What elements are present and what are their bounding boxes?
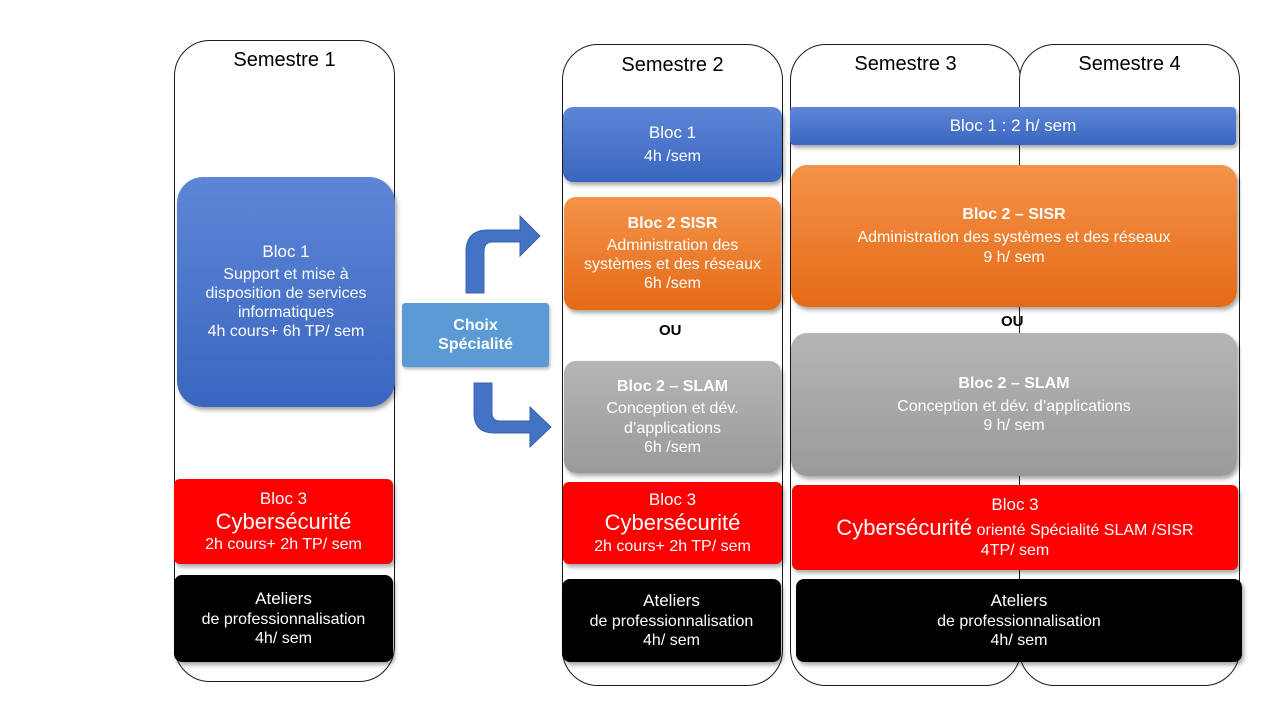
s2-sisr-title: Bloc 2 SISR <box>627 214 718 232</box>
s2-sisr-box: Bloc 2 SISR Administration des systèmes … <box>564 197 781 310</box>
s1-bloc1-line3: informatiques <box>237 304 335 322</box>
s1-ateliers-line1: de professionnalisation <box>201 610 366 628</box>
s2-ateliers-line1: de professionnalisation <box>589 612 754 630</box>
s2-slam-title: Bloc 2 – SLAM <box>616 378 729 396</box>
s1-bloc1-title: Bloc 1 <box>262 242 310 262</box>
s2-bloc1-box: Bloc 1 4h /sem <box>563 107 782 182</box>
s34-sisr-box: Bloc 2 – SISR Administration des système… <box>791 165 1237 307</box>
s34-ateliers-line1: de professionnalisation <box>937 612 1101 630</box>
s2-slam-hours: 6h /sem <box>644 438 701 456</box>
semester-1-title: Semestre 1 <box>233 49 336 71</box>
s2-ateliers-box: Ateliers de professionnalisation 4h/ sem <box>562 579 781 662</box>
s34-or-label: OU <box>1001 313 1024 330</box>
s1-bloc1-line2: disposition de services <box>205 285 367 302</box>
s2-bloc3-name: Cybersécurité <box>604 510 741 536</box>
s34-ateliers-box: Ateliers de professionnalisation 4h/ sem <box>796 579 1242 662</box>
s34-slam-hours: 9 h/ sem <box>983 417 1045 435</box>
s34-bloc3-title: Bloc 3 <box>991 494 1039 514</box>
s34-sisr-line1: Administration des systèmes et des résea… <box>857 229 1171 247</box>
s2-slam-box: Bloc 2 – SLAM Conception et dév. d’appli… <box>564 361 781 473</box>
s2-slam-line1: Conception et dév. <box>606 400 739 418</box>
s1-ateliers-box: Ateliers de professionnalisation 4h/ sem <box>174 575 393 662</box>
s1-ateliers-hours: 4h/ sem <box>255 629 312 647</box>
s2-sisr-hours: 6h /sem <box>644 275 701 293</box>
s1-bloc1-box: Bloc 1 Support et mise à disposition de … <box>177 177 395 407</box>
s34-slam-title: Bloc 2 – SLAM <box>958 374 1070 392</box>
choice-specialty-box: Choix Spécialité <box>402 303 549 367</box>
s2-sisr-line1: Administration des <box>606 236 739 254</box>
s34-bloc3-box: Bloc 3 Cybersécurité orienté Spécialité … <box>792 485 1238 570</box>
s34-ateliers-hours: 4h/ sem <box>990 631 1048 649</box>
s34-bloc1-box: Bloc 1 : 2 h/ sem <box>790 107 1236 145</box>
s1-bloc1-line1: Support et mise à <box>223 265 349 283</box>
semester-2-title: Semestre 2 <box>621 54 724 76</box>
s1-bloc1-line4: 4h cours+ 6h TP/ sem <box>207 323 365 341</box>
s2-ateliers-title: Ateliers <box>643 591 700 611</box>
semester-3-title: Semestre 3 <box>854 53 957 75</box>
s34-bloc3-name-line: Cybersécurité orienté Spécialité SLAM /S… <box>836 515 1193 541</box>
s34-bloc3-suffix: orienté Spécialité SLAM /SISR <box>972 521 1194 539</box>
s34-bloc3-name: Cybersécurité <box>836 514 973 540</box>
s2-bloc3-box: Bloc 3 Cybersécurité 2h cours+ 2h TP/ se… <box>563 482 782 564</box>
semester-4-title: Semestre 4 <box>1078 53 1181 75</box>
s2-or-label: OU <box>659 322 682 339</box>
s2-ateliers-hours: 4h/ sem <box>643 631 700 649</box>
choice-line2: Spécialité <box>438 336 513 353</box>
s1-bloc3-name: Cybersécurité <box>215 508 352 534</box>
s34-sisr-title: Bloc 2 – SISR <box>962 206 1066 224</box>
s34-sisr-hours: 9 h/ sem <box>983 248 1045 266</box>
s2-bloc3-title: Bloc 3 <box>648 490 697 510</box>
s2-bloc1-title: Bloc 1 <box>648 123 697 143</box>
s1-bloc3-hours: 2h cours+ 2h TP/ sem <box>205 536 362 554</box>
s34-slam-box: Bloc 2 – SLAM Conception et dév. d’appli… <box>791 333 1237 476</box>
s1-bloc3-box: Bloc 3 Cybersécurité 2h cours+ 2h TP/ se… <box>174 479 393 564</box>
s34-slam-line1: Conception et dév. d’applications <box>897 397 1131 415</box>
arrow-down-right-icon <box>473 382 552 449</box>
s34-ateliers-title: Ateliers <box>990 591 1048 611</box>
arrow-up-right-icon <box>465 214 541 294</box>
s1-bloc3-title: Bloc 3 <box>259 488 308 508</box>
s2-bloc1-hours: 4h /sem <box>644 147 701 165</box>
s34-bloc1-label: Bloc 1 : 2 h/ sem <box>949 115 1077 135</box>
s2-bloc3-hours: 2h cours+ 2h TP/ sem <box>594 537 751 555</box>
s1-ateliers-title: Ateliers <box>255 589 312 609</box>
choice-line1: Choix <box>453 316 498 334</box>
s34-bloc3-hours: 4TP/ sem <box>980 542 1050 560</box>
s2-slam-line2: d’applications <box>624 419 721 437</box>
s2-sisr-line2: systèmes et des réseaux <box>584 256 761 273</box>
